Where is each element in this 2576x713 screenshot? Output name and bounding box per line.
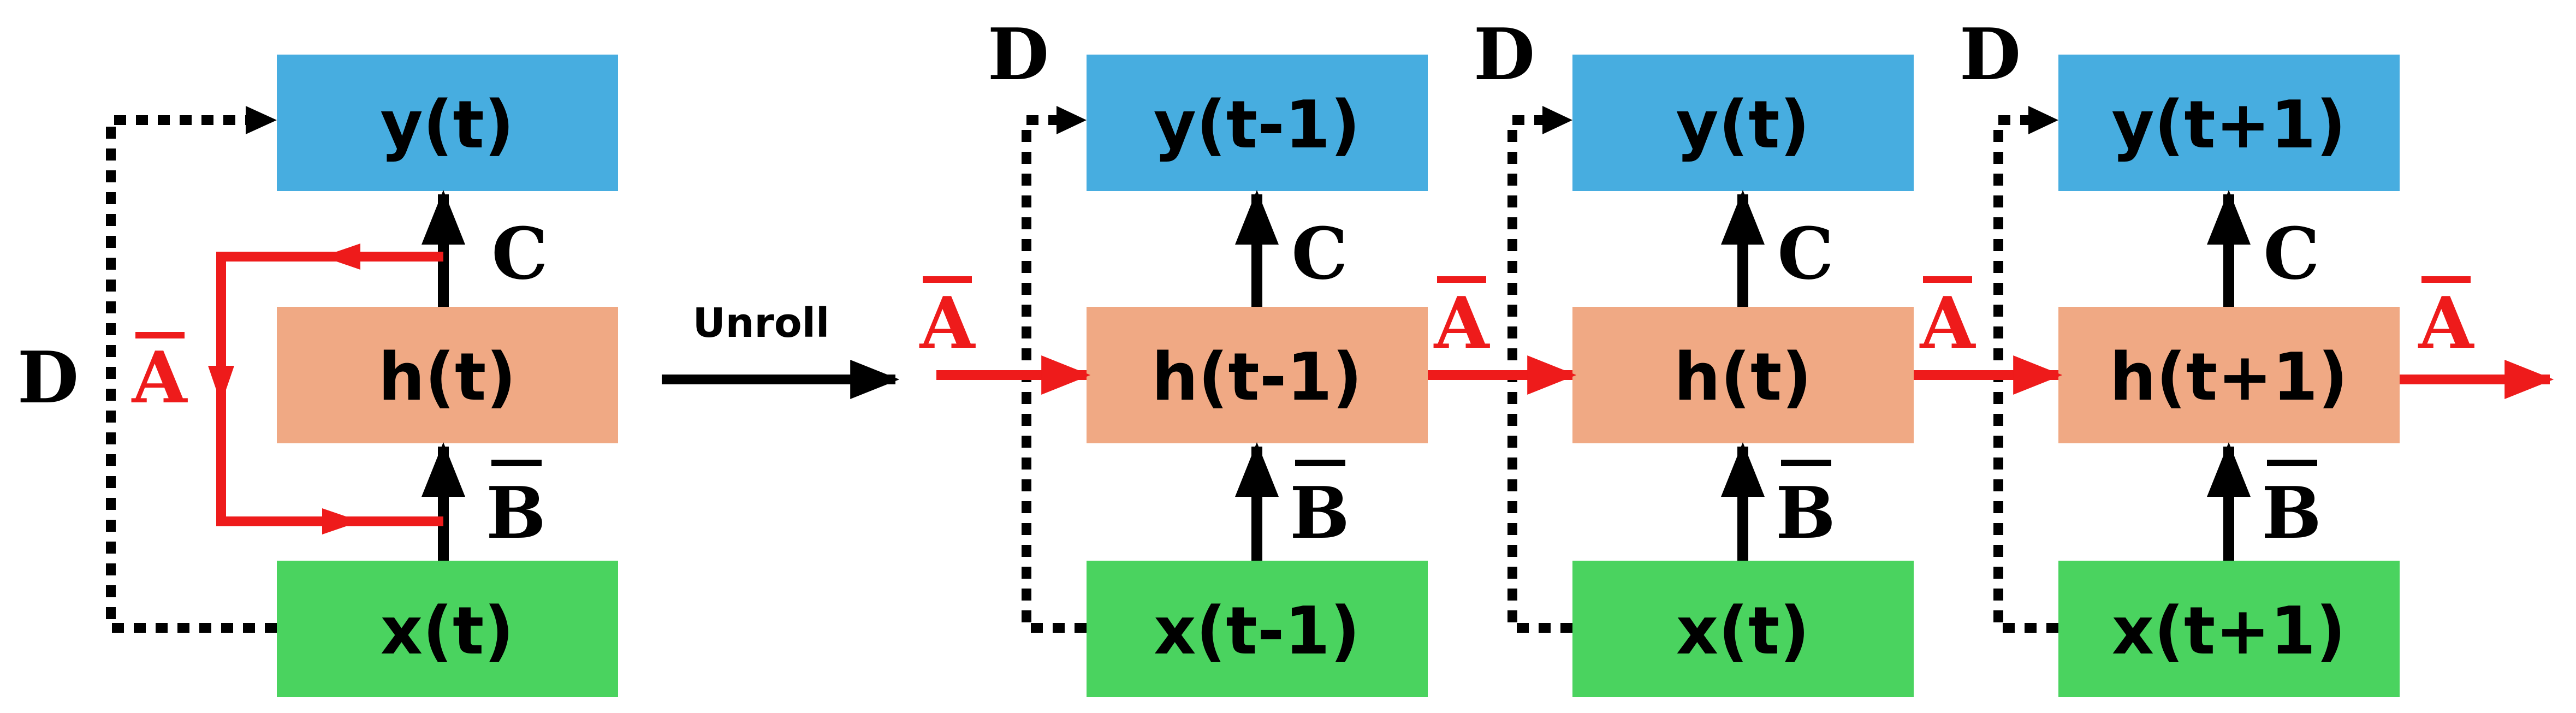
input-box (1572, 561, 1914, 697)
a-overline (1923, 276, 1972, 283)
b-overline (2267, 460, 2317, 466)
input-box (277, 561, 618, 697)
unrolled-steps: y(t-1) h(t-1) x(t-1) C B D Ay(t) h(t) x(t) C B D Ay(… (919, 13, 2554, 697)
a-loop-arrow-2 (208, 366, 234, 404)
output-label: y(t) (380, 87, 514, 163)
output-label: y(t+1) (2111, 87, 2346, 163)
a-overline (1437, 276, 1486, 283)
b-matrix-label: B (1776, 471, 1836, 555)
c-matrix-label: C (2263, 212, 2319, 295)
a-matrix-label: A (131, 336, 188, 419)
rolled-ssm: y(t) h(t) x(t) C B A D (17, 55, 618, 697)
d-matrix-label: D (1474, 13, 1535, 96)
unroll-transition: Unroll (662, 300, 900, 399)
a-matrix-label: A (919, 281, 976, 365)
c-matrix-label: C (491, 212, 548, 295)
d-skip-path (106, 115, 277, 633)
b-overline (491, 460, 542, 466)
output-label: y(t-1) (1154, 87, 1361, 163)
state-box (277, 307, 618, 443)
a-matrix-label: A (1433, 281, 1491, 365)
a-loop-arrow-1 (322, 243, 360, 270)
d-skip-arrowhead (246, 106, 277, 134)
c-matrix-label: C (1777, 212, 1833, 295)
d-skip-arrowhead (1542, 106, 1572, 134)
unroll-label: Unroll (693, 300, 830, 347)
output-box (277, 55, 618, 191)
c-matrix-label: C (1291, 212, 1348, 295)
output-label: y(t) (1676, 87, 1809, 163)
input-label: x(t) (381, 593, 514, 669)
a-loop-arrow-3 (322, 508, 360, 534)
state-label: h(t) (1674, 340, 1812, 415)
state-label: h(t) (378, 340, 516, 415)
a-overline (135, 332, 185, 338)
final-a-overline (2421, 276, 2471, 283)
input-label: x(t-1) (1154, 593, 1360, 669)
b-overline (1295, 460, 1345, 466)
unrolled-step: y(t+1) h(t+1) x(t+1) C B D A (1914, 13, 2400, 697)
output-box (1572, 55, 1914, 191)
d-matrix-label: D (17, 336, 79, 419)
state-label: h(t+1) (2110, 340, 2348, 415)
input-box (2058, 561, 2400, 697)
b-overline (1781, 460, 1831, 466)
state-box (2058, 307, 2400, 443)
state-box (1572, 307, 1914, 443)
a-overline (923, 276, 972, 283)
input-label: x(t+1) (2112, 593, 2346, 669)
b-matrix-label: B (486, 471, 546, 555)
final-a-matrix-label: A (2418, 281, 2475, 365)
d-skip-arrowhead (1056, 106, 1087, 134)
output-box (2058, 55, 2400, 191)
d-skip-arrowhead (2028, 106, 2058, 134)
input-box (1087, 561, 1428, 697)
b-matrix-label: B (1290, 471, 1350, 555)
unrolled-step: y(t-1) h(t-1) x(t-1) C B D A (919, 13, 1428, 697)
b-matrix-label: B (2262, 471, 2322, 555)
d-matrix-label: D (988, 13, 1049, 96)
input-label: x(t) (1676, 593, 1809, 669)
output-box (1087, 55, 1428, 191)
state-label: h(t-1) (1152, 340, 1362, 415)
state-box (1087, 307, 1428, 443)
a-matrix-label: A (1919, 281, 1976, 365)
d-matrix-label: D (1960, 13, 2021, 96)
unrolled-step: y(t) h(t) x(t) C B D A (1428, 13, 1914, 697)
